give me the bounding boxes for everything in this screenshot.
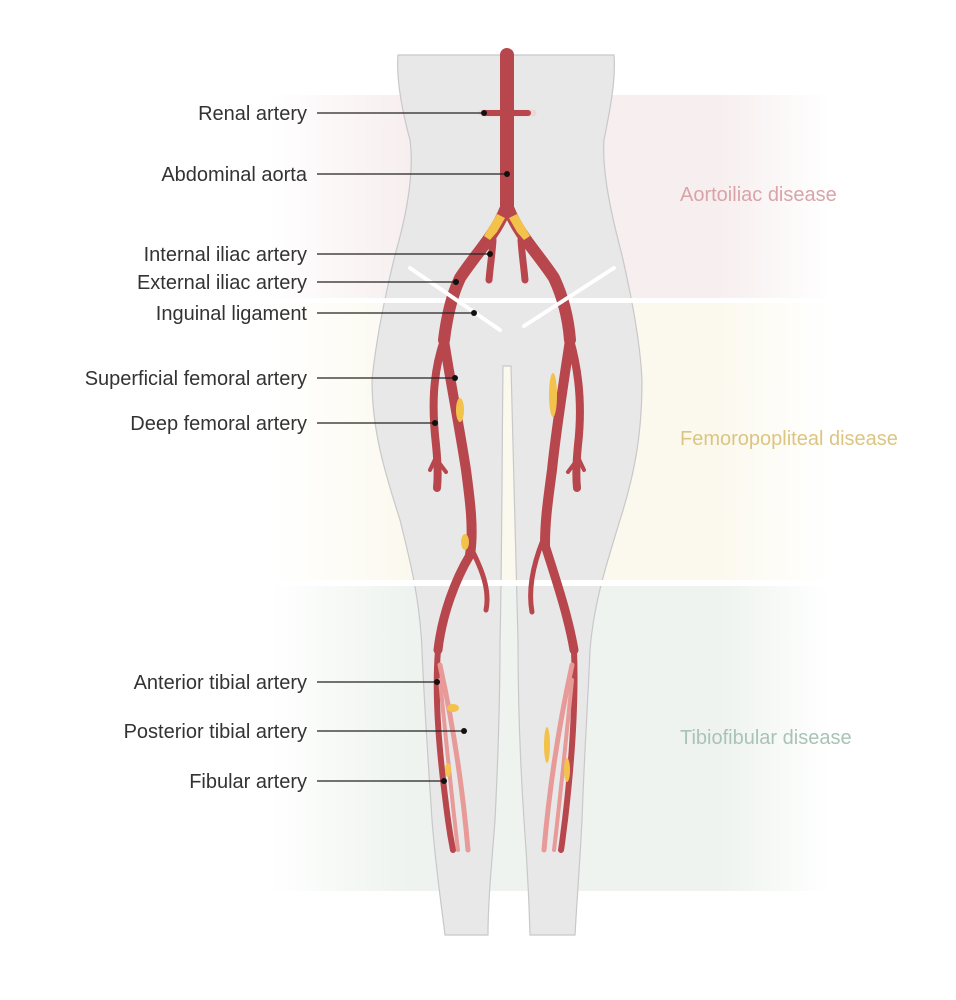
label-posterior-tibial: Posterior tibial artery xyxy=(124,721,307,743)
posterior-tibial-left xyxy=(541,662,575,853)
label-inguinal-ligament: Inguinal ligament xyxy=(156,303,308,325)
plaque-tibial-right-1 xyxy=(447,704,459,712)
anterior-tibial-left xyxy=(558,647,578,853)
label-superficial-femoral: Superficial femoral artery xyxy=(85,368,307,390)
plaque-tibial-right-2 xyxy=(445,763,451,777)
inguinal-ligament-right xyxy=(408,266,502,332)
internal-iliac-right xyxy=(485,236,497,284)
deep-femoral-left xyxy=(566,336,584,492)
label-internal-iliac: Internal iliac artery xyxy=(144,244,307,266)
anterior-tibial-right xyxy=(433,647,456,853)
label-renal-artery: Renal artery xyxy=(198,103,307,125)
zone-label-tibiofibular: Tibiofibular disease xyxy=(680,727,852,749)
popliteal-right xyxy=(433,550,475,655)
label-anterior-tibial: Anterior tibial artery xyxy=(134,672,307,694)
genicular-right xyxy=(469,547,490,613)
label-fibular: Fibular artery xyxy=(189,771,307,793)
inguinal-ligament-left xyxy=(522,266,616,328)
plaque-aortic-bifurcation xyxy=(484,214,530,240)
superficial-femoral-left xyxy=(540,335,575,550)
zone-label-femoropopliteal: Femoropopliteal disease xyxy=(680,428,898,450)
deep-femoral-right xyxy=(429,336,448,492)
label-external-iliac: External iliac artery xyxy=(137,272,307,294)
popliteal-left xyxy=(540,540,579,655)
label-abdominal-aorta: Abdominal aorta xyxy=(161,164,308,186)
genicular-left xyxy=(528,537,546,615)
plaque-popliteal-right xyxy=(461,534,469,550)
posterior-tibial-right xyxy=(437,662,471,853)
plaque-tibial-left-1 xyxy=(544,727,550,763)
zone-divider-lower xyxy=(270,580,830,586)
plaque-sfa-left xyxy=(549,373,557,417)
zone-divider-upper xyxy=(270,298,830,303)
deep-femoral-branch-right xyxy=(428,453,448,474)
label-deep-femoral: Deep femoral artery xyxy=(130,413,307,435)
plaque-sfa-right xyxy=(456,398,464,422)
plaque-tibial-left-2 xyxy=(564,758,570,782)
leader-lines xyxy=(317,110,510,784)
internal-iliac-left xyxy=(517,236,529,284)
superficial-femoral-right xyxy=(439,335,477,560)
zone-label-aortoiliac: Aortoiliac disease xyxy=(680,184,837,206)
fibular-left xyxy=(552,678,574,852)
deep-femoral-branch-left xyxy=(566,453,586,474)
